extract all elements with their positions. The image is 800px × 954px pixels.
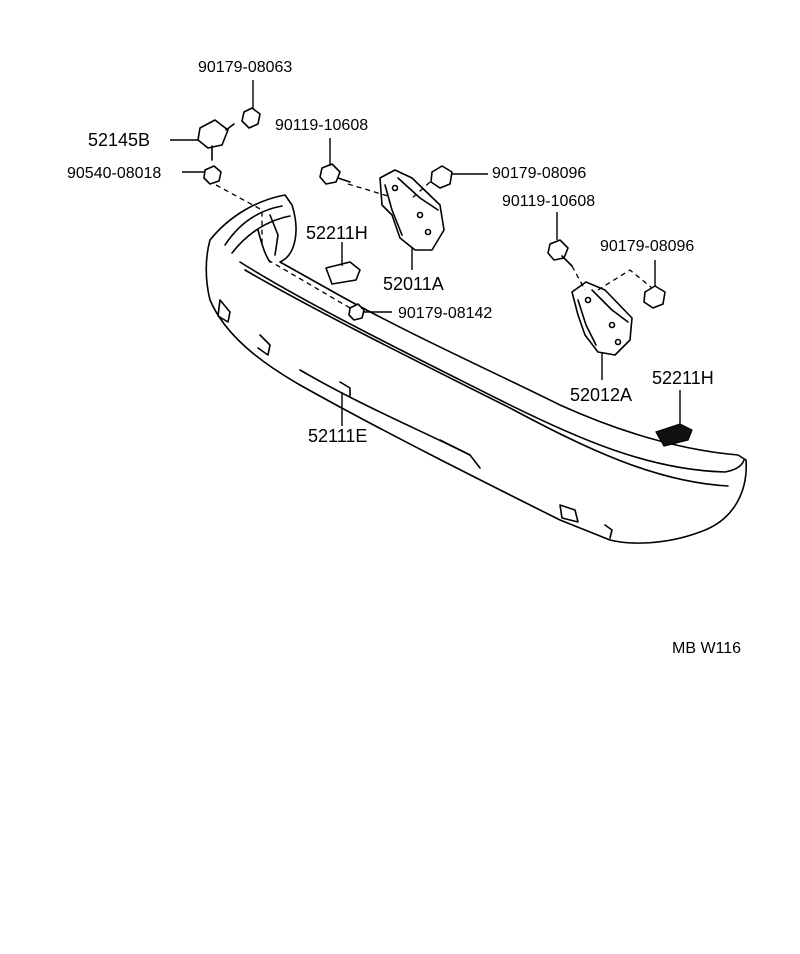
bracket-52011a-illustration <box>379 169 445 251</box>
part-number-90119-10608-left: 90119-10608 <box>275 117 368 134</box>
part-number-52012a: 52012A <box>570 385 632 405</box>
fastener-illustrations <box>197 107 693 447</box>
part-number-90179-08063: 90179-08063 <box>198 59 292 76</box>
diagram-code: MB W116 <box>672 640 741 657</box>
part-number-90179-08096-right: 90179-08096 <box>600 238 694 255</box>
part-number-52011a: 52011A <box>383 274 444 294</box>
part-number-52111e: 52111E <box>308 426 367 446</box>
part-number-52145b: 52145B <box>88 130 150 150</box>
part-number-90179-08142: 90179-08142 <box>398 305 492 322</box>
bumper-cover-illustration <box>205 194 747 544</box>
part-number-52211h-right: 52211H <box>652 368 714 388</box>
assembly-lines <box>215 181 653 309</box>
bracket-52012a-illustration <box>571 281 633 356</box>
part-number-90119-10608-right: 90119-10608 <box>502 193 595 210</box>
part-number-90179-08096-top: 90179-08096 <box>492 165 586 182</box>
leader-lines <box>170 80 681 426</box>
part-callouts: 90179-08063 52145B 90540-08018 90119-106… <box>67 59 741 657</box>
part-number-90540-08018: 90540-08018 <box>67 165 161 182</box>
part-number-52211h-top: 52211H <box>306 223 368 243</box>
